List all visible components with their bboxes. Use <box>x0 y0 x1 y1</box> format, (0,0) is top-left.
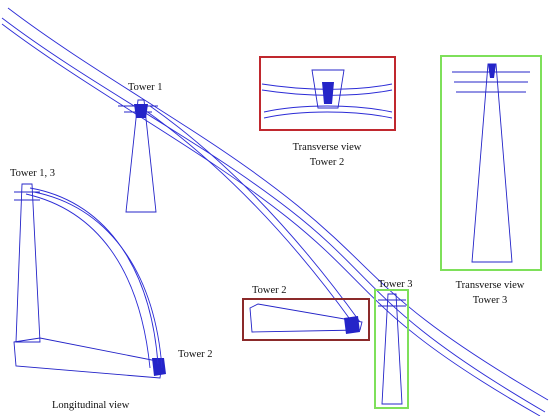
tower-3-label: Tower 3 <box>378 279 413 290</box>
longitudinal-view-label: Longitudinal view <box>52 400 130 411</box>
transverse-view-tower-2-subtitle: Tower 2 <box>310 157 345 168</box>
transverse-view-tower-3-subtitle: Tower 3 <box>473 295 508 306</box>
transverse-view-tower-3-title: Transverse view <box>456 280 525 291</box>
tower-2-label: Tower 2 <box>252 285 287 296</box>
tower-1-3-label: Tower 1, 3 <box>10 168 55 179</box>
tower-1-label: Tower 1 <box>128 82 163 93</box>
transverse-view-tower-2-frame <box>259 56 396 131</box>
longitudinal-tower-2-graphic <box>13 337 166 379</box>
tower-2-longitudinal-label: Tower 2 <box>178 349 213 360</box>
tower-3-frame <box>374 289 409 409</box>
transverse-view-tower-3-frame <box>440 55 542 271</box>
tower-3-graphic <box>378 293 406 405</box>
tower-2-lying-graphic <box>249 303 363 334</box>
longitudinal-conductors <box>25 187 163 369</box>
transverse-tower-2-graphic <box>261 69 393 119</box>
tower-1-graphic <box>118 99 158 213</box>
longitudinal-tower-13-graphic <box>14 183 41 343</box>
transverse-tower-3-graphic <box>452 63 530 263</box>
transverse-view-tower-2-title: Transverse view <box>293 142 362 153</box>
tower-2-frame <box>242 298 370 341</box>
main-conductors <box>1 7 549 416</box>
